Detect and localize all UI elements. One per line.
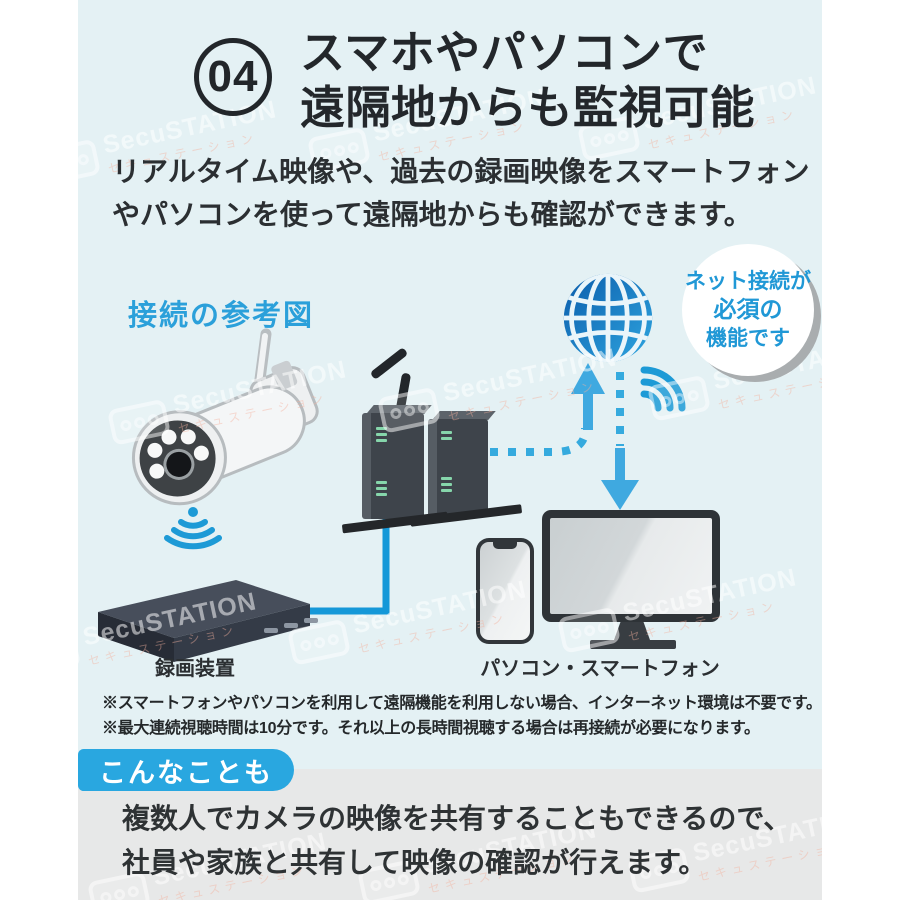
note-bubble-line1: ネット接続が	[685, 269, 811, 293]
globe-icon	[563, 273, 653, 363]
footnote-line2: ※最大連続視聴時間は10分です。それ以上の長時間視聴する場合は再接続が必要になり…	[102, 719, 760, 737]
router-icon	[340, 335, 523, 540]
page-subtitle-line1: リアルタイム映像や、過去の録画映像をスマートフォン	[112, 156, 810, 187]
note-bubble-line2: 必須の	[713, 296, 783, 323]
monitor-stand	[614, 622, 650, 640]
security-camera-icon	[131, 328, 319, 506]
recorder-box-icon	[98, 580, 318, 662]
note-bubble-line3: 機能です	[706, 326, 790, 350]
recorder-label: 録画装置	[155, 658, 235, 680]
monitor-icon	[542, 510, 720, 622]
wifi-signal-diagonal-icon	[640, 366, 686, 412]
arrow-up-icon	[571, 363, 605, 394]
smartphone-icon	[476, 538, 534, 644]
wifi-signal-down-icon	[164, 507, 222, 550]
step-number-badge: 04	[194, 38, 272, 116]
pc-smartphone-label: パソコン・スマートフォン	[480, 658, 720, 680]
note-bubble: ネット接続が 必須の 機能です	[682, 244, 814, 376]
lan-cable-line	[298, 512, 390, 615]
footnote-line1: ※スマートフォンやパソコンを利用して遠隔機能を利用しない場合、インターネット環境…	[102, 695, 822, 712]
footnotes: ※スマートフォンやパソコンを利用して遠隔機能を利用しない場合、インターネット環境…	[102, 692, 822, 742]
diagram-caption: 接続の参考図	[128, 300, 315, 332]
extra-text: 複数人でカメラの映像を共有することもできるので、 社員や家族と共有して映像の確認…	[122, 797, 791, 885]
extra-text-line1: 複数人でカメラの映像を共有することもできるので、	[122, 803, 792, 834]
router-right	[428, 419, 488, 517]
page-title-line2: 遠隔地からも監視可能	[300, 81, 756, 133]
page-subtitle-line2: やパソコンを使って遠隔地からも確認ができます。	[112, 199, 752, 231]
monitor-base	[590, 640, 676, 649]
page-subtitle: リアルタイム映像や、過去の録画映像をスマートフォン やパソコンを使って遠隔地から…	[112, 150, 809, 236]
extra-banner: こんなことも	[78, 749, 294, 791]
router-left	[362, 413, 424, 519]
extra-text-line2: 社員や家族と共有して映像の確認が行えます。	[122, 847, 707, 879]
page-title-line1: スマホやパソコンで	[300, 27, 709, 78]
connector-lines	[298, 363, 639, 615]
page-title: スマホやパソコンで 遠隔地からも監視可能	[300, 26, 755, 136]
arrow-down-icon	[601, 480, 639, 510]
